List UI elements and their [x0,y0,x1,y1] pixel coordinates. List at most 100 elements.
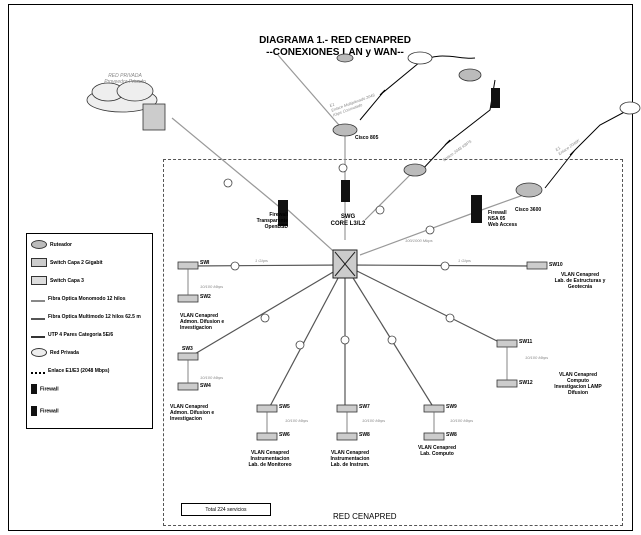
wan-zig-2 [419,79,496,173]
firewall-left-icon [278,200,288,226]
vlan-6-l4: Difusion [568,390,588,396]
vlan-4-label: VLAN Cenapred Instrumentacion Lab. de In… [325,450,375,468]
vlan-1-l2: Admon. Difusion e [180,319,225,325]
link-speed-label: 1 Gbps [458,258,471,263]
switch-icon [496,379,518,388]
vlan-5-l1: VLAN Cenapred [417,445,457,451]
vlan-7-l2: Lab. de Estructuras y [554,278,606,284]
link-speed-label: 10/100 Mbps [450,418,474,423]
vlan-6-l2: Computo [567,378,589,384]
vlan-1-l1: VLAN Cenapred [180,313,219,319]
vlan-3-l2: Instrumentacion [250,456,290,462]
firewall-left-label: Firewall Transparente OpenBSD [248,212,288,230]
link-speed-label: 10/100 Mbps [285,418,309,423]
cloud-icon [86,80,158,113]
firewall-right-l3: Web Access [488,222,518,228]
router-icon [403,163,427,177]
firewall-core-icon [341,180,350,202]
link-connector [425,225,435,235]
link-cisco-e1 [277,54,346,133]
link-fw-cisco-right [475,192,530,213]
switch-icon [423,432,445,441]
diagram-title: DIAGRAMA 1.- RED CENAPRED --CONEXIONES L… [235,35,435,59]
fiber-single-icon [31,296,45,302]
vlan-4-l3: Lab. de Instrum. [330,462,370,468]
caption-box: Total 224 servicios [181,503,271,516]
legend-label: Fibra Optica Monomodo 12 hilos [48,296,126,302]
vlan-7-l3: Geotecnia [567,284,593,290]
link-firewall-core [287,209,342,259]
legend-item: Fibra Optica Monomodo 12 hilos [31,294,126,304]
vlan-4-l1: VLAN Cenapred [330,450,370,456]
switch-icon [526,261,548,270]
legend-item: Firewall [31,384,59,394]
diagram-border [8,4,633,531]
link-speed-label: 100/1000 Mbps [405,238,433,243]
cloud-left-l2: Proveedor Privado [104,79,146,85]
switch-icon [177,352,199,361]
link-connector [230,261,240,271]
firewall-icon [31,384,37,394]
vlan-3-l1: VLAN Cenapred [250,450,290,456]
vlan-1-l3: Investigacion [180,325,212,331]
legend-item: UTP 4 Pares Categoria 5E/6 [31,330,113,340]
sw7-label: SW7 [359,404,370,410]
link-connector [260,313,270,323]
legend: Ruteador Switch Capa 2 Gigabit Switch Ca… [26,233,153,429]
cloud-left-label: RED PRIVADA Proveedor Privado [100,73,150,85]
vlan-2-label: VLAN Cenapred Admon. Difusion e Investig… [170,404,214,422]
firewall-top-icon [491,88,500,108]
lan-sw11 [344,264,506,346]
firewall-left-l3: OpenBSD [264,224,288,230]
legend-label: Firewall [40,386,59,393]
switch-icon [336,432,358,441]
legend-label: Switch Capa 3 [50,278,84,284]
link-cloud-firewall [171,117,284,211]
lan-boundary [163,159,623,526]
link-router-mid [364,169,416,221]
vlan-4-l2: Instrumentacion [330,456,370,462]
link-speed-label: 10/100 Mbps [525,355,549,360]
title-line-1: DIAGRAMA 1.- RED CENAPRED [259,35,411,46]
router-icon [332,123,358,137]
link-connector [445,313,455,323]
core-l2: CORE L3/L2 [330,221,366,227]
legend-label: Red Privada [50,350,79,356]
sw4-label: SW4 [200,383,211,389]
title-line-2: --CONEXIONES LAN y WAN-- [266,47,404,58]
cloud-left-l1: RED PRIVADA [108,73,142,79]
cisco-right-label: Cisco 3600 [515,207,542,213]
router-icon [515,182,543,198]
sw2-label: SW2 [200,294,211,300]
vlan-7-label: VLAN Cenapred Lab. de Estructuras y Geot… [550,272,610,290]
lan-sw9 [344,264,433,406]
fiber-multi-icon [31,314,45,320]
legend-item: Switch Capa 3 [31,276,84,286]
firewall-right-l2: NSA 05 [488,216,506,222]
vlan-5-label: VLAN Cenapred Lab. Computo [412,445,462,457]
link-speed-label: 10/100 Mbps [200,375,224,380]
legend-label: Firewall [40,408,59,415]
cloud-icon [31,348,47,358]
utp-icon [31,332,45,338]
vlan-3-label: VLAN Cenapred Instrumentacion Lab. de Mo… [245,450,295,468]
wan-zig-3 [544,107,633,189]
vlan-7-l1: VLAN Cenapred [560,272,600,278]
link-speed-label: 1 Gbps [255,258,268,263]
switch-icon [256,432,278,441]
vlan-3-l3: Lab. de Monitoreo [248,462,292,468]
wan-zig-1 [359,61,421,121]
router-icon [336,53,354,63]
switch-icon [177,294,199,303]
lan-label: RED CENAPRED [333,512,397,521]
lan-sw10 [344,264,531,267]
vlan-1-label: VLAN Cenapred Admon. Difusion e Investig… [180,313,224,331]
router-icon [31,240,47,250]
legend-item: Fibra Optica Multimodo 12 hilos 62.5 m [31,312,141,322]
firewall-right-icon [471,195,482,223]
router-icon [458,68,482,82]
link-speed-label: 10/100 Mbps [200,284,224,289]
vlan-2-l3: Investigacion [170,416,202,422]
